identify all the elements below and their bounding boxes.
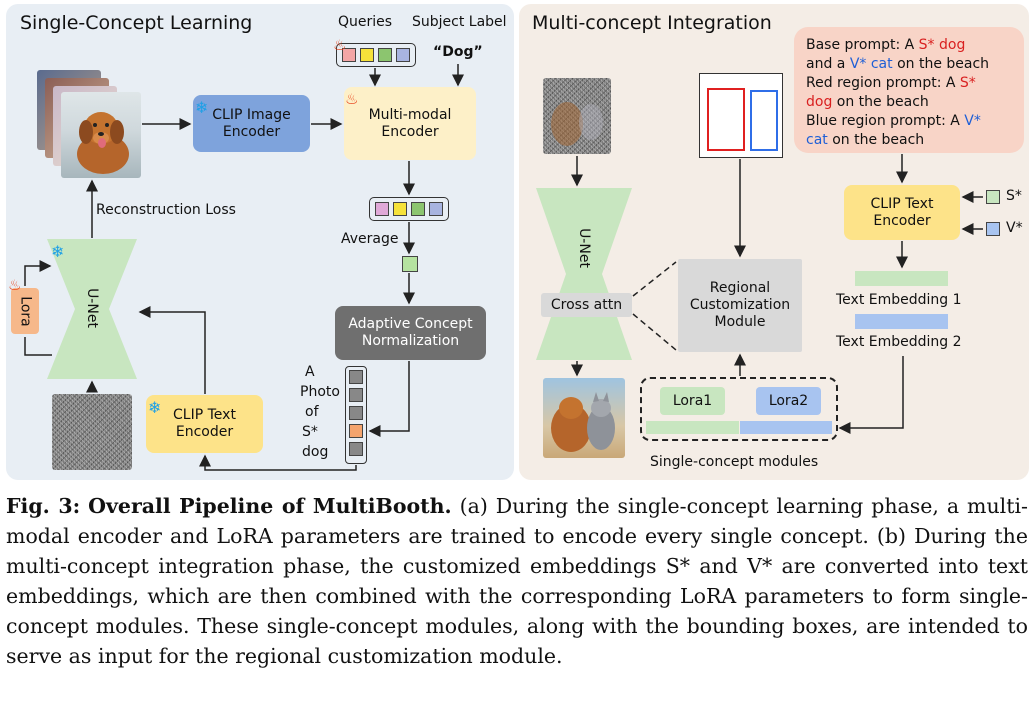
prompt-token <box>349 442 363 456</box>
figure-caption: Fig. 3: Overall Pipeline of MultiBooth. … <box>6 491 1028 671</box>
s-star-token <box>986 190 1000 204</box>
encoded-token <box>429 202 443 216</box>
fire-icon: ♨ <box>8 276 22 294</box>
blue-region-box <box>750 90 778 151</box>
query-token <box>396 48 410 62</box>
noise-image-right <box>543 78 611 154</box>
fire-icon: ♨ <box>345 90 359 108</box>
encoded-token <box>375 202 389 216</box>
unet-right-label: U-Net <box>576 228 592 268</box>
prompt-token <box>349 370 363 384</box>
lora1-embedding-bar <box>646 421 739 434</box>
v-star-label: V* <box>1006 220 1023 236</box>
snowflake-icon: ❄ <box>195 98 209 117</box>
subject-value: “Dog” <box>433 44 483 60</box>
red-region-box <box>707 88 745 151</box>
encoded-token <box>411 202 425 216</box>
s-star-label: S* <box>1006 188 1022 204</box>
unet-right <box>536 188 632 360</box>
lora-left: Lora <box>11 288 39 334</box>
cross-attn-box: Cross attn <box>541 293 632 317</box>
clip-text-encoder-right: CLIP Text Encoder <box>844 185 960 240</box>
snowflake-icon: ❄ <box>51 242 65 261</box>
caption-label: Fig. 3: <box>6 494 81 518</box>
text-embedding-2-label: Text Embedding 2 <box>836 334 962 350</box>
encoded-token <box>393 202 407 216</box>
encoded-tokens <box>369 197 449 221</box>
subject-label: Subject Label <box>412 14 507 30</box>
single-concept-modules-label: Single-concept modules <box>650 454 819 470</box>
lora1-module: Lora1 <box>660 387 725 415</box>
prompt-word: Photo <box>300 384 340 400</box>
lora2-module: Lora2 <box>756 387 821 415</box>
snowflake-icon: ❄ <box>148 398 162 417</box>
reconstruction-loss-label: Reconstruction Loss <box>96 202 236 218</box>
single-concept-modules-frame <box>640 377 838 441</box>
text-embedding-2-bar <box>855 314 948 329</box>
clip-image-encoder: CLIP Image Encoder <box>193 95 310 152</box>
prompt-token <box>349 388 363 402</box>
text-embedding-1-label: Text Embedding 1 <box>836 292 962 308</box>
prompt-token <box>349 424 363 438</box>
noise-image-left <box>52 394 132 470</box>
query-token <box>378 48 392 62</box>
prompt-word: of <box>305 404 319 420</box>
prompt-word: dog <box>302 444 329 460</box>
query-token <box>342 48 356 62</box>
single-concept-title: Single-Concept Learning <box>20 12 253 34</box>
multi-concept-title: Multi-concept Integration <box>532 12 772 34</box>
unet-left-label: U-Net <box>84 288 100 328</box>
multimodal-encoder: Multi-modal Encoder <box>344 87 476 160</box>
lora2-embedding-bar <box>740 421 832 434</box>
queries-label: Queries <box>338 14 393 30</box>
adaptive-concept-normalization: Adaptive Concept Normalization <box>335 306 486 360</box>
prompt-word: A <box>305 364 315 380</box>
query-token <box>360 48 374 62</box>
average-label: Average <box>341 231 399 247</box>
averaged-token <box>402 256 418 272</box>
prompt-token <box>349 406 363 420</box>
unet-left <box>47 239 137 379</box>
fire-icon: ♨ <box>333 36 347 54</box>
dog-photo <box>61 92 141 178</box>
query-tokens <box>336 43 416 67</box>
prompt-box <box>794 27 1024 153</box>
v-star-token <box>986 222 1000 236</box>
clip-text-encoder-left: CLIP Text Encoder <box>146 395 263 453</box>
caption-title: Overall Pipeline of MultiBooth. <box>88 494 452 518</box>
output-photo <box>543 378 625 458</box>
prompt-word: S* <box>302 424 318 440</box>
caption-text: (a) During the single-concept learning p… <box>6 494 1028 668</box>
text-embedding-1-bar <box>855 271 948 286</box>
regional-customization-module: Regional Customization Module <box>678 259 802 352</box>
prompt-text: Base prompt: A S* dog and a V* cat on th… <box>806 37 990 148</box>
bounding-box-layout <box>699 73 783 158</box>
